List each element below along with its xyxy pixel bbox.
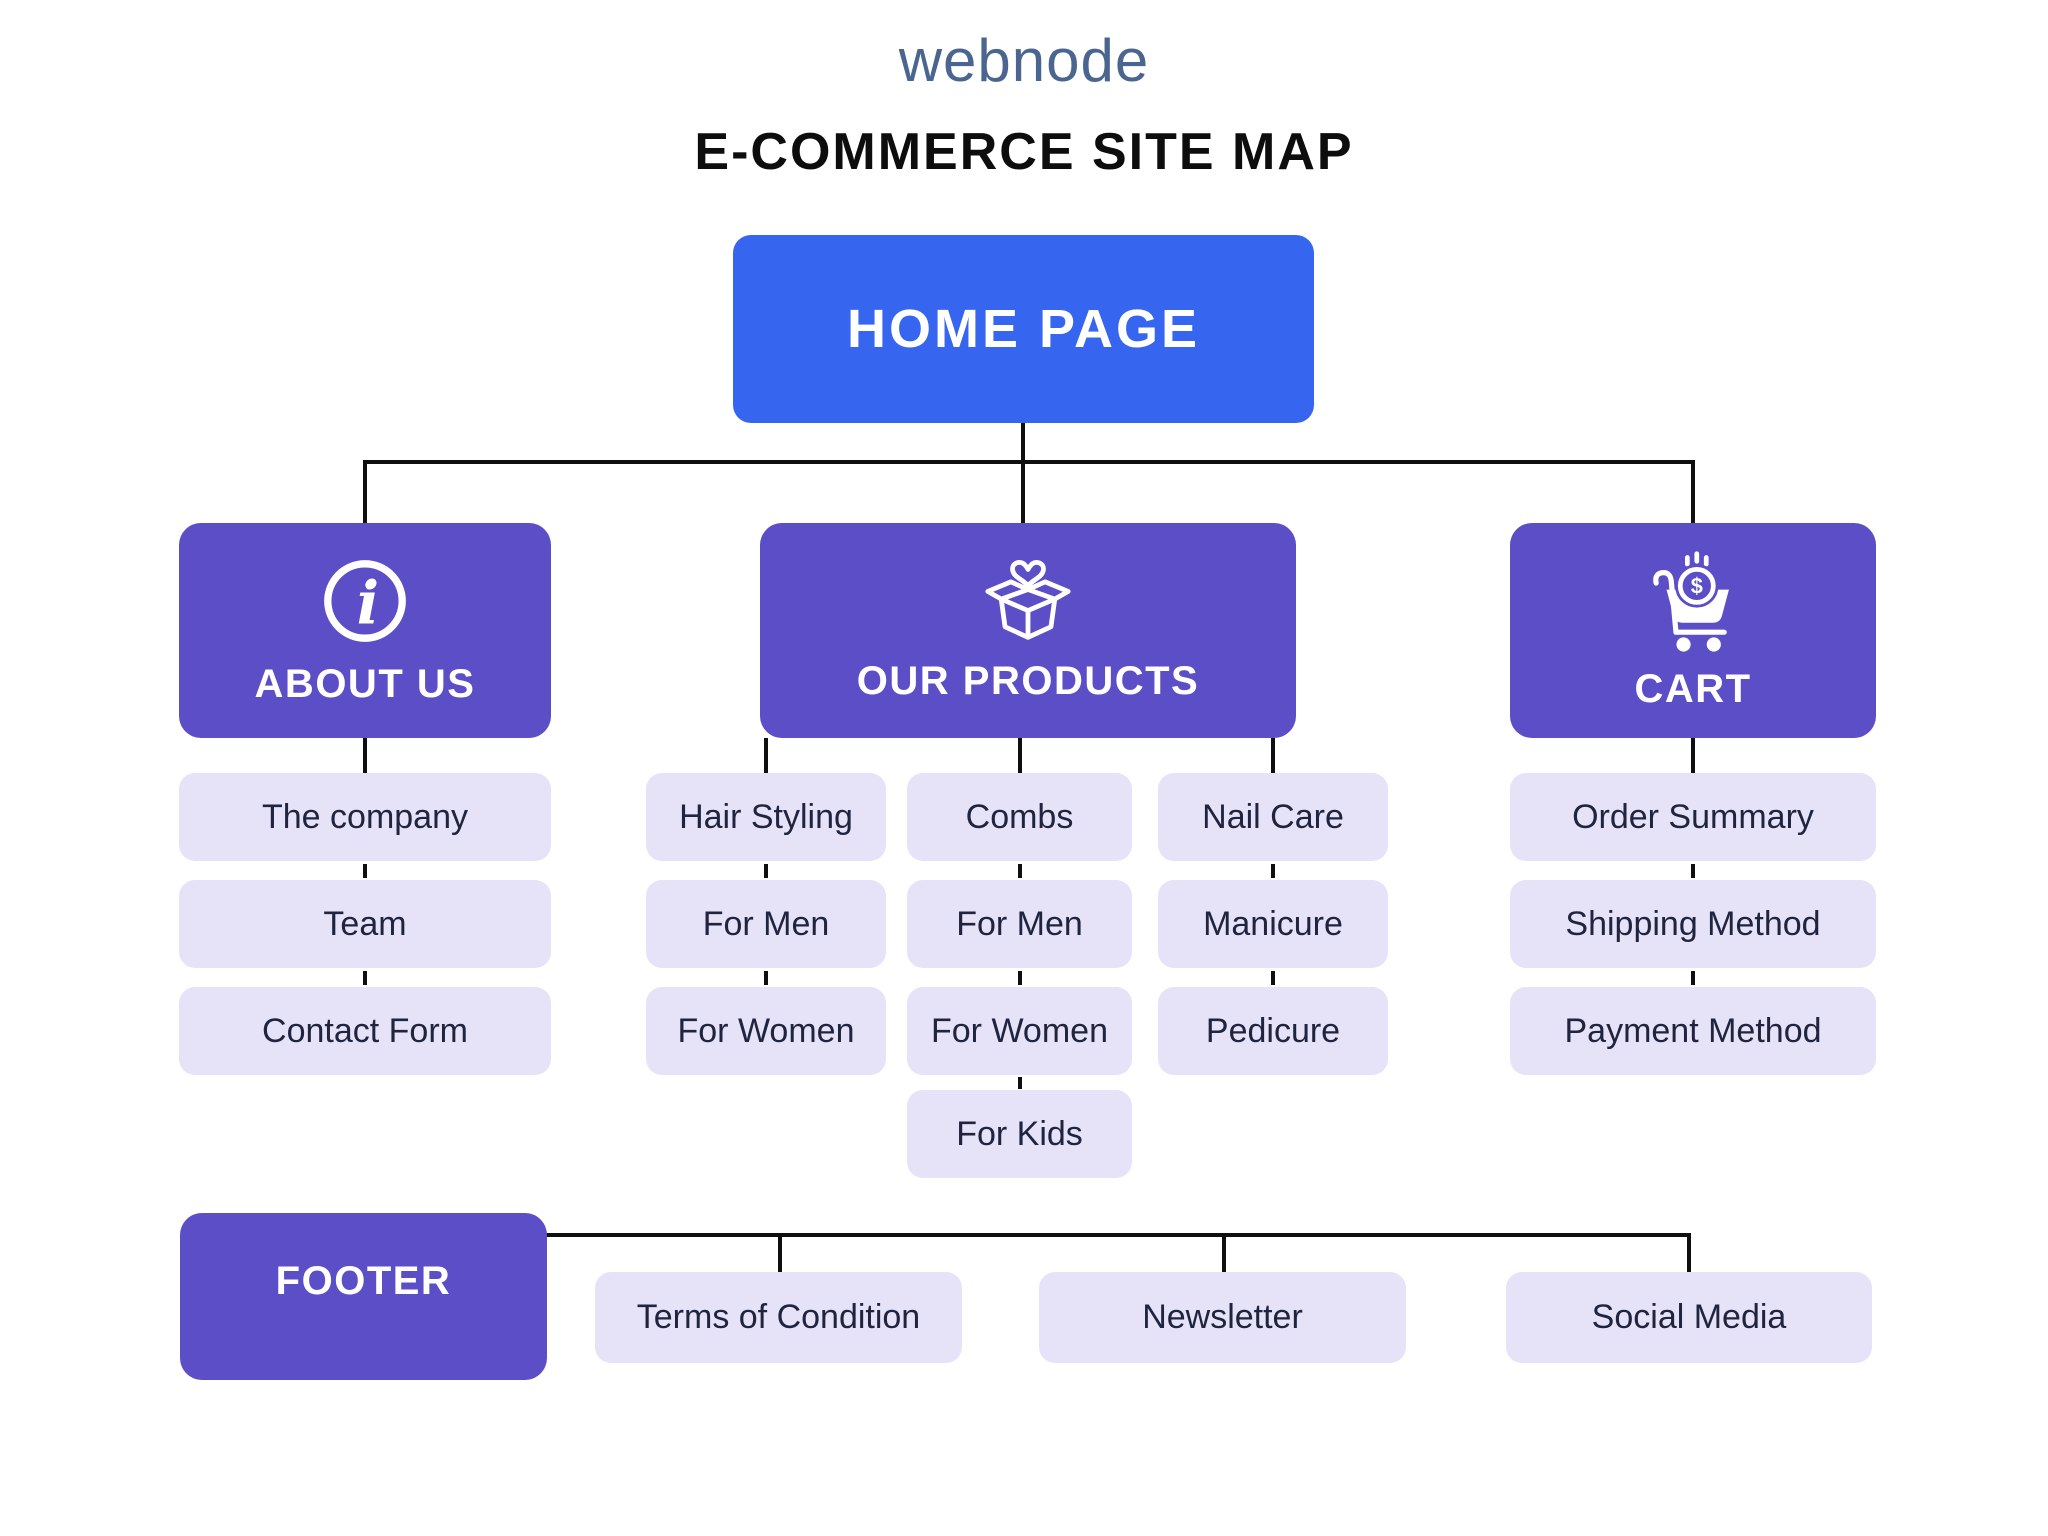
connector	[1021, 421, 1025, 462]
node-about-us: i ABOUT US	[179, 523, 551, 738]
node-label: For Men	[702, 904, 830, 943]
node-combs-for-women: For Women	[907, 987, 1132, 1075]
node-label: Nail Care	[1202, 797, 1344, 836]
shopping-cart-coin-icon: $	[1653, 551, 1729, 652]
page-title: E-COMMERCE SITE MAP	[694, 123, 1354, 181]
node-pedicure: Pedicure	[1158, 987, 1388, 1075]
node-order-summary: Order Summary	[1510, 773, 1876, 861]
connector	[1018, 971, 1022, 985]
connector	[1271, 738, 1275, 773]
node-label: Terms of Condition	[636, 1298, 921, 1336]
node-combs: Combs	[907, 773, 1132, 861]
connector	[363, 460, 1695, 464]
node-label: ABOUT US	[254, 662, 476, 706]
node-label: For Women	[677, 1011, 855, 1050]
node-team: Team	[179, 880, 551, 968]
connector	[543, 1233, 1691, 1237]
svg-text:$: $	[1691, 573, 1703, 598]
connector	[1018, 1077, 1022, 1089]
connector	[1691, 462, 1695, 523]
connector	[1271, 971, 1275, 985]
node-the-company: The company	[179, 773, 551, 861]
connector	[1222, 1237, 1226, 1272]
node-label: FOOTER	[275, 1259, 452, 1303]
node-social-media: Social Media	[1506, 1272, 1872, 1363]
node-label: For Women	[931, 1011, 1108, 1050]
connector	[363, 864, 367, 878]
node-contact-form: Contact Form	[179, 987, 551, 1075]
node-label: Shipping Method	[1565, 904, 1821, 943]
connector	[764, 738, 768, 773]
node-hair-styling: Hair Styling	[646, 773, 886, 861]
webnode-logo: webnode	[898, 27, 1150, 94]
node-label: For Men	[956, 904, 1083, 943]
node-combs-for-men: For Men	[907, 880, 1132, 968]
connector	[363, 462, 367, 523]
node-home-page: HOME PAGE	[733, 235, 1314, 423]
node-label: CART	[1634, 667, 1752, 711]
node-label: Contact Form	[262, 1011, 468, 1050]
node-terms-of-condition: Terms of Condition	[595, 1272, 962, 1363]
node-combs-for-kids: For Kids	[907, 1090, 1132, 1178]
node-label: Team	[323, 904, 407, 943]
node-hair-for-women: For Women	[646, 987, 886, 1075]
connector	[363, 738, 367, 773]
node-nail-care: Nail Care	[1158, 773, 1388, 861]
node-label: Hair Styling	[679, 797, 853, 836]
node-payment-method: Payment Method	[1510, 987, 1876, 1075]
node-shipping-method: Shipping Method	[1510, 880, 1876, 968]
open-box-heart-icon	[985, 560, 1071, 640]
node-label: Combs	[965, 797, 1074, 836]
node-label: Newsletter	[1142, 1298, 1303, 1336]
connector	[1021, 462, 1025, 523]
node-label: OUR PRODUCTS	[856, 659, 1200, 703]
connector	[1687, 1233, 1691, 1272]
svg-text:i: i	[357, 569, 379, 638]
node-label: Pedicure	[1205, 1011, 1341, 1050]
connector	[764, 864, 768, 878]
node-label: For Kids	[956, 1114, 1083, 1153]
connector	[1691, 738, 1695, 773]
node-cart: $ CART	[1510, 523, 1876, 738]
info-icon: i	[324, 560, 406, 642]
connector	[1018, 738, 1022, 773]
node-label: Social Media	[1591, 1298, 1787, 1336]
node-label: HOME PAGE	[846, 299, 1201, 359]
node-manicure: Manicure	[1158, 880, 1388, 968]
node-label: The company	[262, 797, 468, 836]
connector	[764, 971, 768, 985]
node-label: Order Summary	[1572, 797, 1814, 836]
connector	[778, 1237, 782, 1272]
connector	[363, 971, 367, 985]
node-newsletter: Newsletter	[1039, 1272, 1406, 1363]
connector	[1691, 971, 1695, 985]
node-our-products: OUR PRODUCTS	[760, 523, 1296, 738]
connector	[1691, 864, 1695, 878]
node-label: Payment Method	[1564, 1011, 1822, 1050]
connector	[1018, 864, 1022, 878]
node-footer: FOOTER	[180, 1213, 547, 1380]
node-hair-for-men: For Men	[646, 880, 886, 968]
node-label: Manicure	[1203, 904, 1343, 943]
connector	[1271, 864, 1275, 878]
